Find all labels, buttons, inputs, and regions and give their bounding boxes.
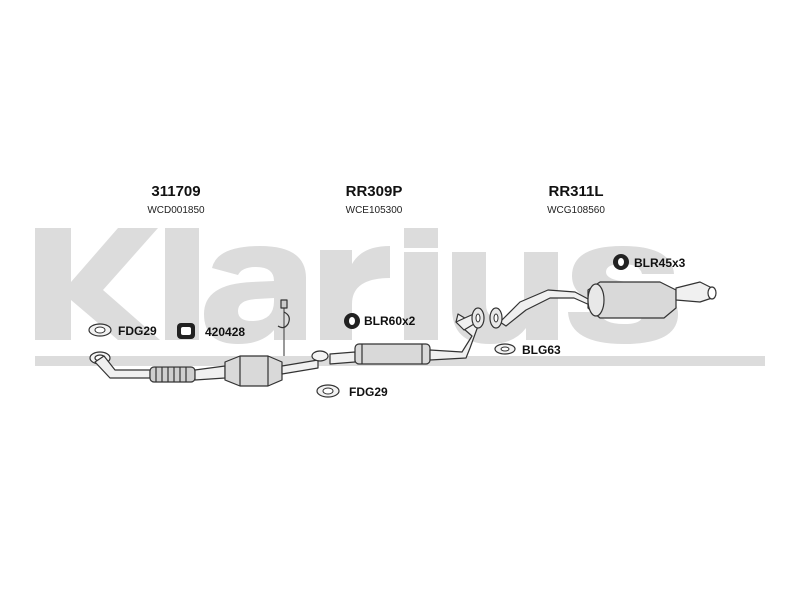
catalytic-converter [224, 355, 283, 387]
rear-pipe [499, 289, 593, 327]
front-pipe [94, 355, 151, 379]
part-code-rear: WCG108560 [547, 205, 605, 216]
accessory-label-420428: 420428 [205, 325, 246, 339]
ring-gasket-icon [494, 343, 516, 355]
accessory-label-fdg29-left: FDG29 [118, 324, 157, 338]
ring-gasket-icon [471, 307, 503, 329]
flex-section [149, 366, 196, 383]
center-silencer [329, 343, 431, 365]
part-number-center: RR309P [345, 183, 403, 200]
rubber-mount-icon [177, 323, 195, 339]
part-number-rear: RR311L [548, 183, 604, 200]
accessory-label-blg63: BLG63 [522, 343, 561, 357]
gasket-icon [88, 323, 112, 337]
part-code-center: WCE105300 [345, 205, 403, 216]
part-code-front: WCD001850 [147, 205, 205, 216]
part-number-front: 311709 [151, 183, 201, 200]
gasket-icon [316, 384, 340, 398]
mid-flange [311, 350, 329, 362]
rubber-mount-icon [344, 313, 360, 329]
accessory-label-blr45: BLR45x3 [634, 256, 686, 270]
sensor-bracket [277, 299, 290, 356]
accessory-label-fdg29-center: FDG29 [349, 385, 388, 399]
rear-silencer [587, 281, 717, 319]
rubber-mount-icon [613, 254, 629, 270]
accessory-label-blr60: BLR60x2 [364, 314, 416, 328]
